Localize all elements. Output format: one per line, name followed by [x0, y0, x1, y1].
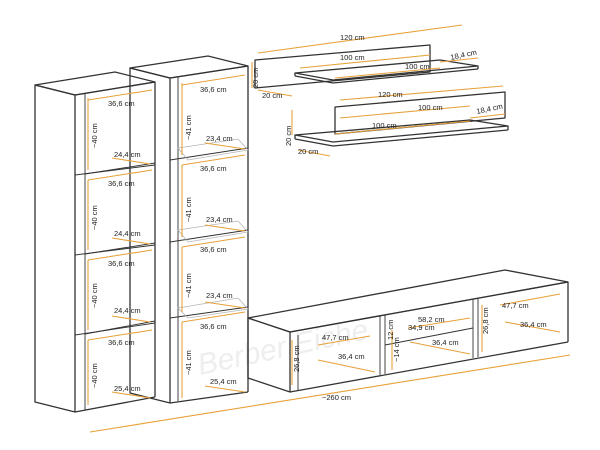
wall-shelf-bottom-panel — [334, 91, 506, 135]
shelf-top-depth-label: 20 cm — [262, 91, 282, 100]
shelf-bottom-depth-label: 20 cm — [298, 147, 318, 156]
left-cabinet-side — [34, 84, 76, 413]
glass-width-label-4: 36,6 cm — [200, 322, 227, 331]
tv-mid-height-a-label: 12 cm — [386, 320, 395, 340]
left-depth-label-1: 24,4 cm — [114, 150, 141, 159]
tv-right-height-label: 26,8 cm — [481, 307, 490, 334]
tv-mid-depth-label: 36,4 cm — [432, 338, 459, 347]
left-height-label-1: ~40 cm — [90, 123, 99, 148]
glass-depth-label-4: 25,4 cm — [210, 377, 237, 386]
glass-shelf-1 — [169, 147, 249, 161]
left-height-label-3: ~40 cm — [90, 283, 99, 308]
shelf-top-inner-label-2: 100 cm — [405, 62, 430, 71]
glass-depth-label-2: 23,4 cm — [206, 215, 233, 224]
wall-shelf-top-panel — [254, 44, 431, 89]
tv-left-height-label: 26,8 cm — [292, 345, 301, 372]
tv-right-depth-label: 36,4 cm — [520, 320, 547, 329]
wall-shelf-bottom-board — [294, 119, 509, 143]
total-width-label: ~260 cm — [322, 393, 351, 402]
left-depth-label-2: 24,4 cm — [114, 229, 141, 238]
left-width-label-4: 36,6 cm — [108, 338, 135, 347]
glass-shelf-2 — [169, 229, 249, 243]
shelf-bottom-inset-label: 18,4 cm — [476, 102, 504, 116]
left-cabinet — [34, 71, 156, 413]
shelf-top-inner-label: 100 cm — [340, 53, 365, 62]
tv-mid-width-label: 58,2 cm — [418, 315, 445, 324]
shelf-top-width-label: 120 cm — [340, 33, 365, 42]
dimension-lines — [87, 24, 571, 433]
wall-shelf-top-board — [294, 59, 479, 81]
dimension-labels: 36,6 cm 36,6 cm 36,6 cm 36,6 cm 24,4 cm … — [90, 33, 547, 402]
glass-cabinet — [129, 55, 249, 404]
glass-width-label-3: 36,6 cm — [200, 245, 227, 254]
wall-shelf-bottom — [294, 91, 509, 147]
tv-mid-inner-label: 34,9 cm — [408, 323, 435, 332]
shelf-bottom-inner-label: 100 cm — [418, 103, 443, 112]
left-depth-label-3: 24,4 cm — [114, 306, 141, 315]
wall-shelf-top — [254, 44, 479, 89]
left-height-label-2: ~40 cm — [90, 205, 99, 230]
left-height-label-4: ~40 cm — [90, 363, 99, 388]
left-width-label-1: 36,6 cm — [108, 99, 135, 108]
tv-left-depth-label: 36,4 cm — [338, 352, 365, 361]
shelf-bottom-inner-label-2: 100 cm — [372, 121, 397, 130]
glass-height-label-2: ~41 cm — [184, 197, 193, 222]
glass-height-label-3: ~41 cm — [184, 273, 193, 298]
left-depth-label-4: 25,4 cm — [114, 384, 141, 393]
glass-height-label-4: ~41 cm — [184, 350, 193, 375]
tv-mid-height-b-label: ~14 cm — [392, 337, 401, 362]
left-width-label-2: 36,6 cm — [108, 179, 135, 188]
glass-depth-label-3: 23,4 cm — [206, 291, 233, 300]
glass-width-label-1: 36,6 cm — [200, 85, 227, 94]
total-width-line — [89, 354, 571, 433]
shelf-bottom-height-label: 20 cm — [284, 126, 293, 146]
glass-height-label-1: ~41 cm — [184, 115, 193, 140]
glass-width-label-2: 36,6 cm — [200, 164, 227, 173]
tv-lowboard — [247, 269, 569, 393]
left-width-label-3: 36,6 cm — [108, 259, 135, 268]
shelf-bottom-width-label: 120 cm — [378, 90, 403, 99]
glass-depth-label-1: 23,4 cm — [206, 134, 233, 143]
glass-shelf-3 — [169, 306, 249, 319]
tv-left-width-label: 47,7 cm — [322, 333, 349, 342]
shelf-top-height-label: 20 cm — [251, 68, 260, 88]
tv-right-width-label: 47,7 cm — [502, 301, 529, 310]
